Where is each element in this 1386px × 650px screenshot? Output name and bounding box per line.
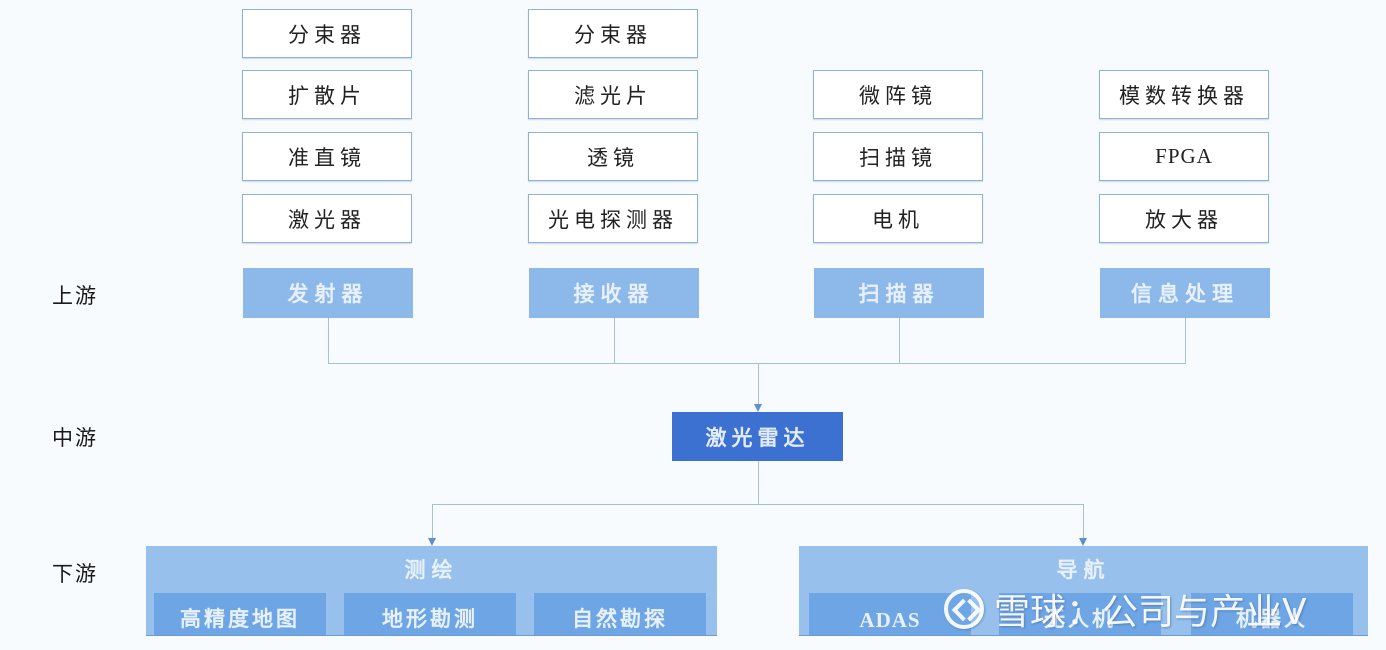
component-box: 激光器 (242, 194, 412, 243)
component-box: 光电探测器 (528, 194, 698, 243)
application-box: 高精度地图 (154, 593, 326, 635)
arrow-down-icon (754, 404, 762, 412)
connector-line (432, 504, 1084, 505)
category-box-scanner: 扫描器 (814, 268, 984, 318)
component-box: 模数转换器 (1099, 70, 1269, 119)
arrow-down-icon (1079, 538, 1087, 546)
connector-line (432, 504, 433, 538)
group-title: 测绘 (404, 557, 459, 582)
connector-line (328, 318, 329, 363)
snowball-logo-icon (944, 589, 984, 629)
component-box: 分束器 (528, 9, 698, 58)
midstream-lidar-box: 激光雷达 (672, 412, 843, 461)
connector-line (758, 363, 759, 405)
component-box: 扫描镜 (813, 132, 983, 181)
connector-line (758, 461, 759, 504)
stage-label-midstream: 中游 (52, 426, 98, 450)
connector-line (328, 363, 1186, 364)
category-box-emitter: 发射器 (243, 268, 413, 318)
group-title: 导航 (1056, 557, 1111, 582)
application-box: 自然勘探 (534, 593, 706, 635)
connector-line (1083, 504, 1084, 538)
arrow-down-icon (428, 538, 436, 546)
component-box: 扩散片 (242, 70, 412, 119)
watermark-text: 雪球：公司与产业V (994, 592, 1307, 633)
component-box: 滤光片 (528, 70, 698, 119)
connector-line (614, 318, 615, 363)
component-box: FPGA (1099, 132, 1269, 181)
category-box-receiver: 接收器 (529, 268, 699, 318)
component-box: 透镜 (528, 132, 698, 181)
connector-line (1185, 318, 1186, 363)
application-box: 无人机 (999, 593, 1161, 635)
watermark: 雪球：公司与产业V (944, 584, 1307, 634)
connector-line (899, 318, 900, 363)
component-box: 电机 (813, 194, 983, 243)
downstream-group-navigation: 导航 ADAS 无人机 机器人 (799, 546, 1368, 636)
stage-label-upstream: 上游 (52, 284, 98, 308)
category-box-processing: 信息处理 (1100, 268, 1270, 318)
component-box: 微阵镜 (813, 70, 983, 119)
component-box: 分束器 (242, 9, 412, 58)
application-box: 机器人 (1191, 593, 1353, 635)
component-box: 放大器 (1099, 194, 1269, 243)
component-box: 准直镜 (242, 132, 412, 181)
stage-label-downstream: 下游 (52, 562, 98, 586)
application-box: 地形勘测 (344, 593, 516, 635)
downstream-group-surveying: 测绘 高精度地图 地形勘测 自然勘探 (146, 546, 717, 636)
